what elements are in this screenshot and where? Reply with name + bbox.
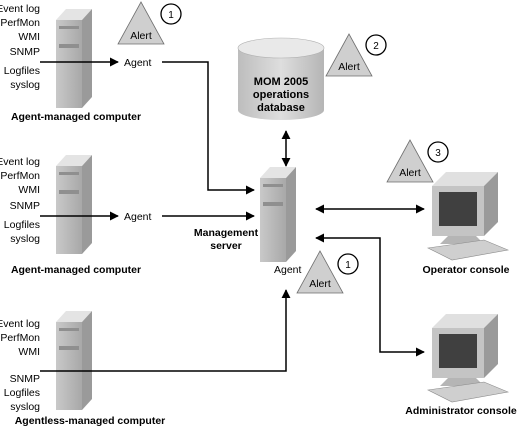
source-item: syslog xyxy=(10,401,40,413)
server-tower-agentless xyxy=(56,311,92,410)
database-label-line2: operations xyxy=(253,89,309,101)
source-item: Event log xyxy=(0,3,40,15)
source-item: Event log xyxy=(0,156,40,168)
database-label-line3: database xyxy=(257,102,305,114)
alert-triangle-icon xyxy=(386,139,434,183)
alert-triangle-icon xyxy=(325,33,373,77)
alert-1-server: Alert 1 xyxy=(296,250,359,294)
source-item: Logfiles xyxy=(4,219,40,231)
arrow-server-administrator-console xyxy=(315,233,425,357)
agent-label-middle: Agent xyxy=(124,211,152,223)
administrator-console-computer xyxy=(427,314,510,403)
caption-agentless-managed-computer: Agentless-managed computer xyxy=(15,415,166,427)
operator-console-computer xyxy=(427,172,510,261)
alert-number-badge xyxy=(337,253,359,275)
caption-agent-managed-computer-top: Agent-managed computer xyxy=(11,111,141,123)
source-item: PerfMon xyxy=(0,332,40,344)
caption-management-server-line2: server xyxy=(210,240,242,252)
source-item: Logfiles xyxy=(4,65,40,77)
alert-number-badge xyxy=(365,34,387,56)
arrow-agentless-to-server xyxy=(40,289,291,372)
server-tower-agent-top xyxy=(56,9,92,108)
alert-number: 3 xyxy=(435,148,441,159)
arrow-agent-top-to-server xyxy=(162,61,255,195)
database-label-line1: MOM 2005 xyxy=(254,76,308,88)
alert-number: 2 xyxy=(373,41,379,52)
source-item: PerfMon xyxy=(0,17,40,29)
source-item: SNMP xyxy=(10,200,40,212)
caption-agent-managed-computer-middle: Agent-managed computer xyxy=(11,264,141,276)
management-server-tower xyxy=(260,167,296,262)
agent-label-top: Agent xyxy=(124,57,152,69)
alert-1-top: Alert 1 xyxy=(117,1,182,45)
caption-administrator-console: Administrator console xyxy=(405,405,517,417)
server-tower-agent-middle xyxy=(56,155,92,254)
source-item: syslog xyxy=(10,233,40,245)
caption-operator-console: Operator console xyxy=(423,264,510,276)
alert-label: Alert xyxy=(130,30,152,42)
caption-management-server-line1: Management xyxy=(194,227,259,239)
alert-number-badge xyxy=(160,3,182,25)
alert-number: 1 xyxy=(345,260,351,271)
source-item: syslog xyxy=(10,79,40,91)
source-list-agent-top: Event log PerfMon WMI SNMP Logfiles sysl… xyxy=(0,3,40,91)
agent-label-server: Agent xyxy=(274,264,302,276)
source-item: WMI xyxy=(18,184,40,196)
alert-label: Alert xyxy=(309,278,331,290)
source-item: Logfiles xyxy=(4,387,40,399)
source-item: WMI xyxy=(18,346,40,358)
source-item: PerfMon xyxy=(0,170,40,182)
operations-database-cylinder xyxy=(237,37,325,120)
source-item: SNMP xyxy=(10,373,40,385)
alert-number: 1 xyxy=(168,10,174,21)
alert-number-badge xyxy=(427,141,449,163)
alert-3-operator: Alert 3 xyxy=(386,139,449,183)
source-item: WMI xyxy=(18,31,40,43)
connectors xyxy=(40,57,425,372)
source-list-agentless: Event log PerfMon WMI SNMP Logfiles sysl… xyxy=(0,318,40,413)
source-item: SNMP xyxy=(10,46,40,58)
alert-2-database: Alert 2 xyxy=(325,33,387,77)
alert-triangle-icon xyxy=(296,250,344,294)
alert-label: Alert xyxy=(399,167,421,179)
source-list-agent-middle: Event log PerfMon WMI SNMP Logfiles sysl… xyxy=(0,156,40,245)
alert-triangle-icon xyxy=(117,1,165,45)
alert-label: Alert xyxy=(338,61,360,73)
source-item: Event log xyxy=(0,318,40,330)
